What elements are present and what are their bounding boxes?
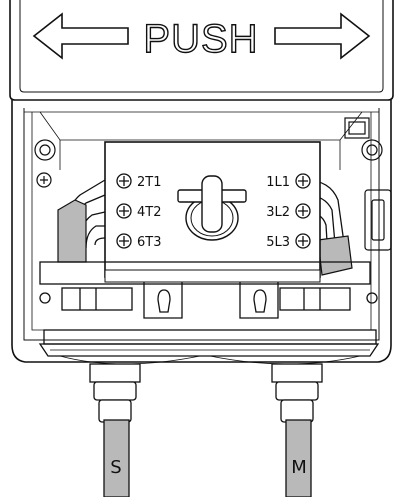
screw-small-left-icon xyxy=(36,172,52,188)
terminal-label: 2T1 xyxy=(137,175,161,190)
terminal-label: 3L2 xyxy=(266,205,290,220)
terminal-labels-left: 2T1 4T2 6T3 xyxy=(137,175,161,250)
terminal-label: 1L1 xyxy=(266,175,290,190)
hinge-right xyxy=(344,117,392,251)
corner-screws xyxy=(34,139,383,188)
terminal-screws-right xyxy=(295,173,311,249)
bottom-flange xyxy=(38,329,380,365)
cable-right xyxy=(285,419,312,498)
cable-left xyxy=(103,419,130,498)
terminal-label: 6T3 xyxy=(137,235,161,250)
push-text: PUSH xyxy=(143,17,258,61)
cover xyxy=(9,0,394,101)
mounting-rail xyxy=(39,261,378,319)
screw-top-left-icon xyxy=(34,139,56,161)
cable-label-left: S xyxy=(110,457,121,478)
cable-label-right: M xyxy=(291,457,307,478)
cable-gland-right xyxy=(271,363,323,423)
terminal-labels-right: 1L1 3L2 5L3 xyxy=(266,175,290,250)
cable-gland-left xyxy=(89,363,141,423)
terminal-screws-left xyxy=(116,173,132,249)
conduit-right xyxy=(317,235,353,276)
actuator-knob xyxy=(177,175,247,241)
terminal-label: 5L3 xyxy=(266,235,290,250)
conduit-left xyxy=(57,199,87,263)
arrow-left-icon xyxy=(32,12,129,60)
push-banner: PUSH xyxy=(32,12,371,62)
screw-top-right-icon xyxy=(361,139,383,161)
arrow-right-icon xyxy=(274,12,371,60)
terminal-label: 4T2 xyxy=(137,205,161,220)
